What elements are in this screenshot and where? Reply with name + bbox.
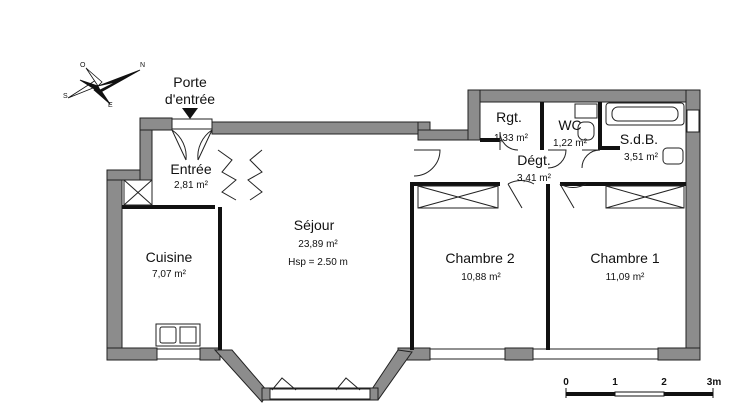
room-chambre2-area: 10,88 m²	[461, 272, 501, 283]
wall-bottom-mid	[504, 347, 534, 361]
bay-casement-2	[335, 377, 361, 391]
room-sdb-area: 3,51 m²	[624, 152, 658, 163]
closet-chambre1	[605, 185, 685, 209]
scale-tick-1: 1	[612, 377, 618, 388]
scale-tick-0: 0	[563, 377, 569, 388]
sejour-door-top	[217, 149, 237, 201]
room-sejour-area: 23,89 m²	[298, 239, 338, 250]
wall-step-top	[417, 129, 471, 141]
entrance-door-right	[197, 129, 213, 161]
wall-upper-left	[467, 89, 481, 141]
wall-bottom-right	[657, 347, 701, 361]
compass-south: S	[63, 93, 68, 100]
window-chambre2	[429, 348, 506, 360]
room-degt-area: 3,41 m²	[517, 173, 551, 184]
wall-bottom-left	[106, 347, 158, 361]
toilet	[577, 121, 595, 141]
degt-door-sejour	[413, 149, 441, 177]
room-cuisine-name: Cuisine	[145, 249, 193, 265]
sejour-door-bottom	[247, 149, 263, 201]
fixtures	[155, 102, 685, 347]
entrance-arrow-icon	[182, 108, 198, 119]
room-rgt-name: Rgt.	[496, 109, 522, 125]
compass-west: O	[80, 62, 86, 69]
room-rgt-area: 1,33 m²	[494, 133, 528, 144]
room-entree-area: 2,81 m²	[174, 180, 208, 191]
bathroom-sink	[662, 147, 684, 165]
bathtub-inner	[611, 106, 679, 122]
room-sejour-height: Hsp = 2.50 m	[288, 257, 348, 268]
wall-sejour-top	[211, 121, 431, 135]
doors	[171, 129, 601, 391]
kitchen-drainboard	[179, 326, 197, 344]
compass-north: N	[140, 62, 146, 69]
chambre1-door	[559, 183, 587, 209]
room-chambre1-name: Chambre 1	[590, 250, 660, 266]
kitchen-sink-basin	[159, 326, 177, 344]
toilet-tank	[574, 103, 598, 119]
scale-bar	[565, 388, 714, 398]
interior-walls	[122, 102, 686, 350]
entrance-door-left	[171, 129, 187, 161]
bay-casement-1	[271, 377, 297, 391]
chambre2-door	[507, 180, 535, 209]
wall-entree-top-left	[139, 117, 173, 131]
room-chambre2-name: Chambre 2	[445, 250, 515, 266]
window-chambre1	[532, 348, 659, 360]
closet-entree	[123, 179, 153, 206]
scale-tick-2: 2	[661, 377, 667, 388]
entrance-label: Porte d'entrée	[165, 74, 215, 108]
scale-tick-3m: 3m	[706, 377, 722, 388]
entrance-label-line2: d'entrée	[164, 91, 216, 107]
room-wc-name: WC	[558, 117, 582, 133]
room-wc-area: 1,22 m²	[553, 138, 587, 149]
windows	[156, 109, 700, 400]
entrance-label-line1: Porte	[173, 74, 207, 90]
compass-icon	[67, 67, 141, 105]
wc-door	[547, 149, 567, 169]
room-sejour-name: Séjour	[293, 217, 335, 233]
room-cuisine-area: 7,07 m²	[152, 269, 186, 280]
window-bay	[269, 388, 371, 400]
rgt-door	[499, 131, 519, 151]
compass-east: E	[108, 102, 113, 109]
room-entree-name: Entrée	[170, 161, 212, 177]
room-chambre1-area: 11,09 m²	[605, 272, 645, 283]
closet-chambre2	[417, 185, 499, 209]
room-sdb-name: S.d.B.	[619, 131, 659, 147]
room-degt-name: Dégt.	[517, 152, 551, 168]
sdb-door	[581, 149, 601, 169]
entrance-opening	[171, 118, 213, 130]
window-sdb	[686, 109, 700, 133]
wall-upper-top	[467, 89, 701, 103]
closets	[123, 179, 685, 209]
wall-left	[106, 169, 123, 361]
bay-wall-left	[213, 349, 269, 403]
window-kitchen	[156, 348, 201, 360]
